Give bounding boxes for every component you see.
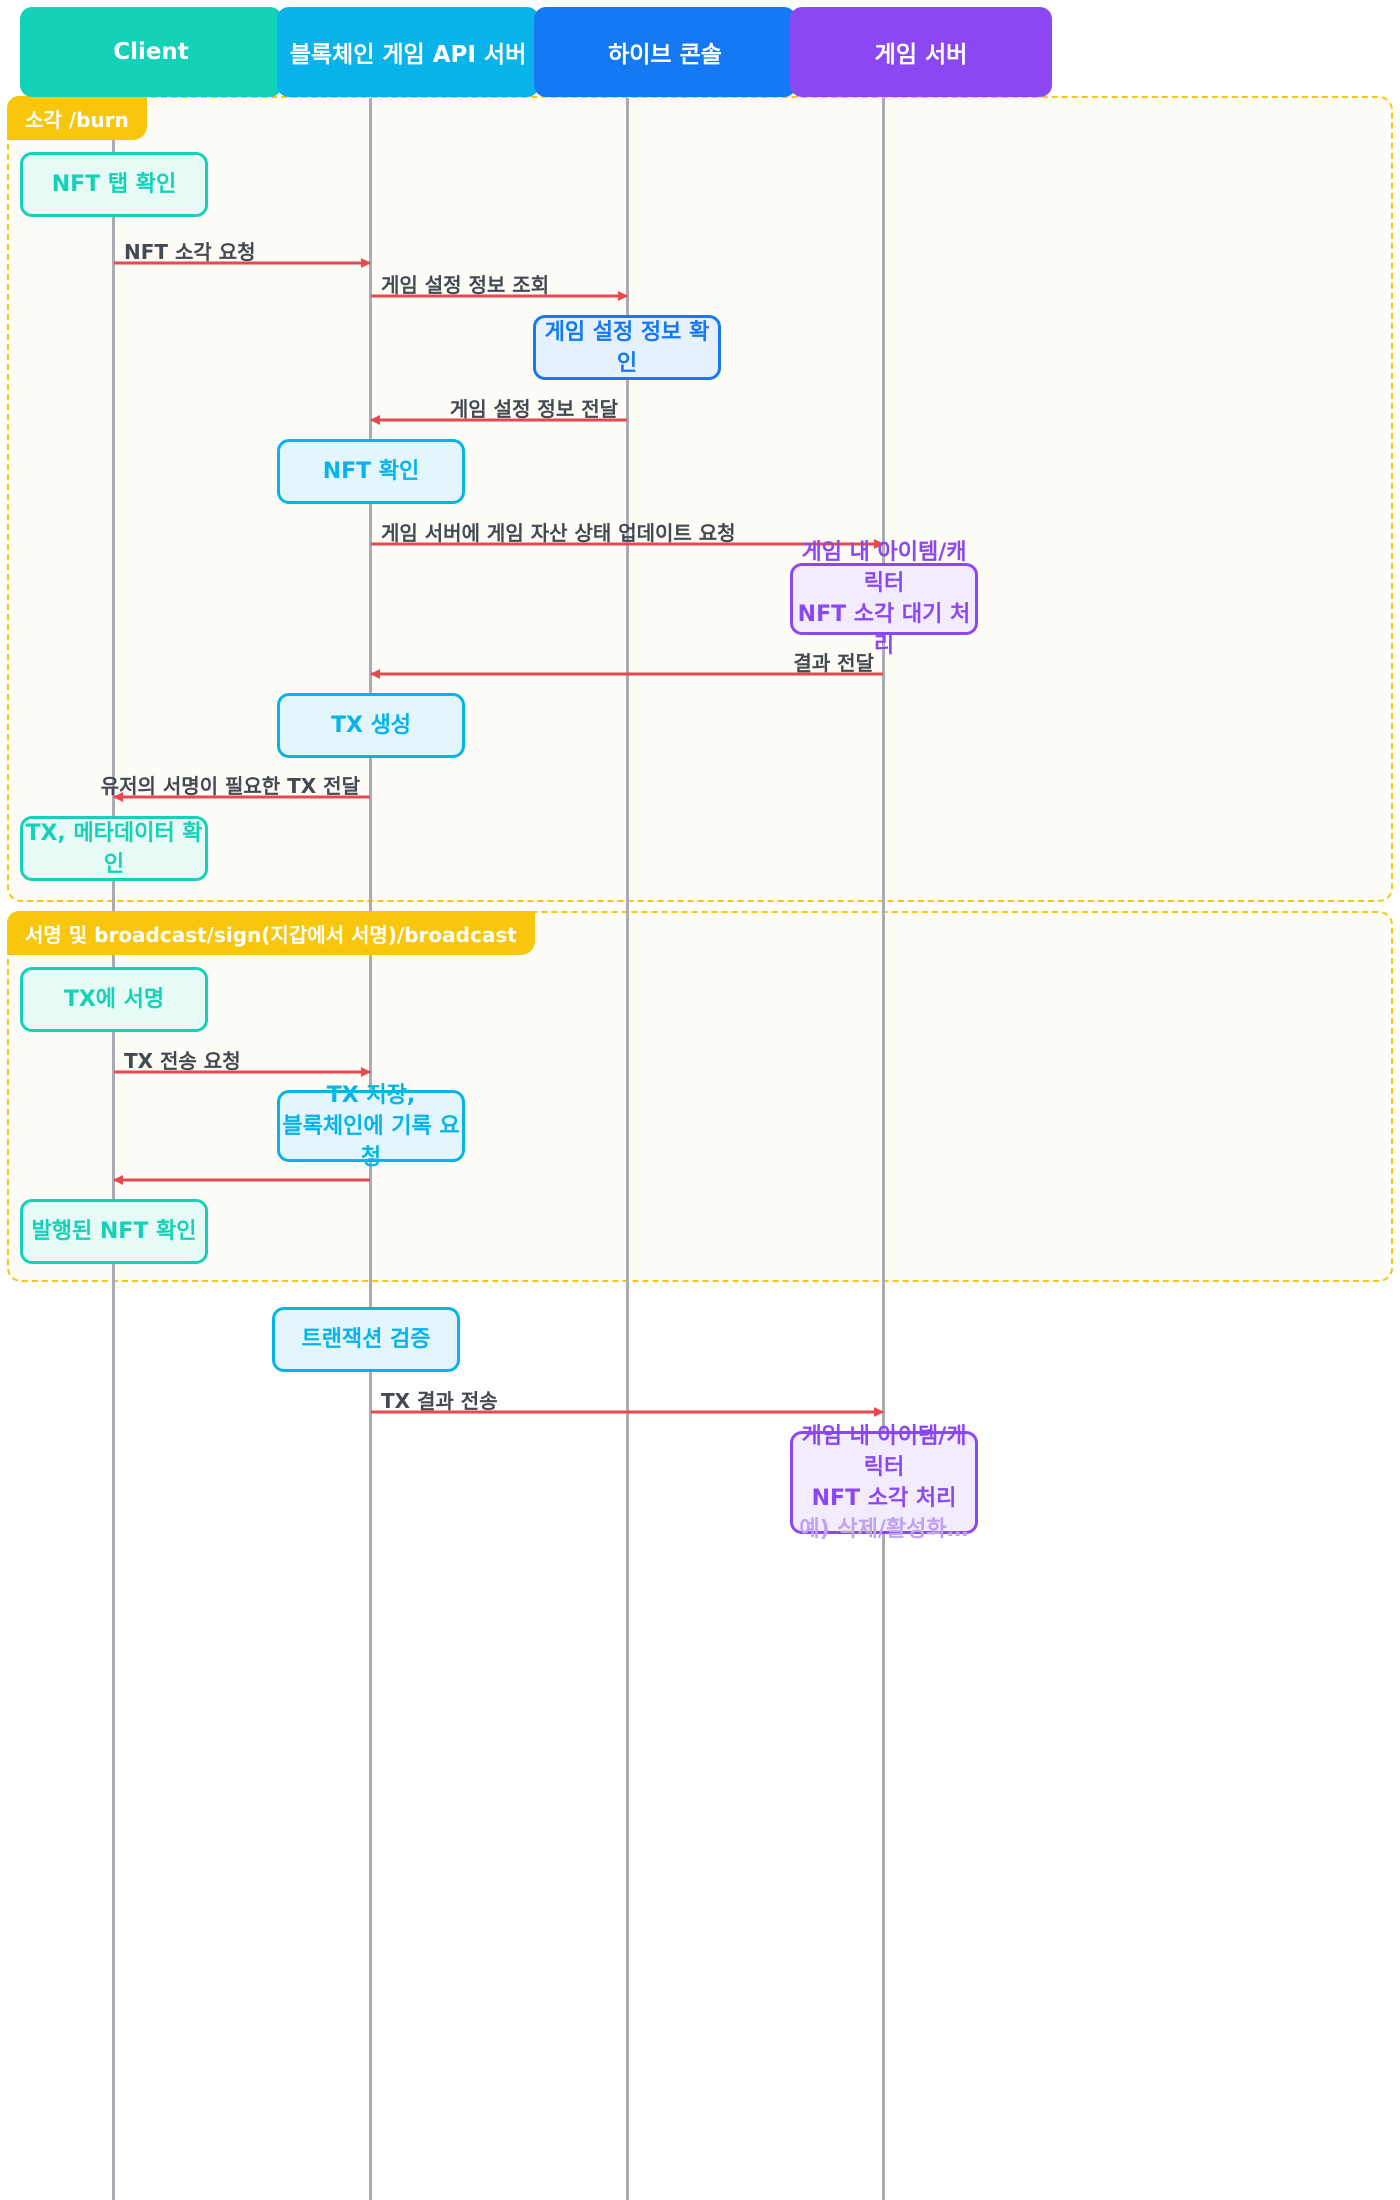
- message-asset-update-request: 게임 서버에 게임 자산 상태 업데이트 요청: [381, 521, 736, 545]
- box-tx-sign-text: TX에 서명: [63, 987, 165, 1012]
- message-settings-query: 게임 설정 정보 조회: [381, 273, 550, 297]
- box-nft-tab-check: NFT 탭 확인: [20, 152, 208, 217]
- box-burn-pending: 게임 내 아이템/캐릭터 NFT 소각 대기 처리: [790, 540, 978, 658]
- box-game-settings-check: 게임 설정 정보 확인: [533, 315, 721, 380]
- box-burn-pending-line2: NFT 소각 대기 처리: [797, 602, 971, 658]
- lifeline-game: [882, 98, 885, 2200]
- box-tx-create: TX 생성: [277, 693, 465, 758]
- box-issued-nft-check-text: 발행된 NFT 확인: [31, 1219, 197, 1244]
- lifeline-client: [112, 98, 115, 2200]
- box-nft-tab-check-text: NFT 탭 확인: [51, 172, 177, 197]
- box-tx-store-line1: TX 저장,: [326, 1082, 416, 1108]
- message-settings-deliver: 게임 설정 정보 전달: [449, 397, 618, 421]
- box-burn-pending-line1: 게임 내 아이템/캐릭터: [801, 540, 967, 596]
- box-tx-metadata-check: TX, 메타데이터 확인: [20, 816, 208, 881]
- box-issued-nft-check: 발행된 NFT 확인: [20, 1199, 208, 1264]
- actor-hive-console: 하이브 콘솔: [534, 7, 796, 97]
- box-nft-check-text: NFT 확인: [322, 459, 420, 484]
- lifeline-hive: [626, 98, 629, 2200]
- box-game-settings-check-text: 게임 설정 정보 확인: [544, 319, 710, 376]
- message-burn-request: NFT 소각 요청: [124, 240, 256, 264]
- box-transaction-verify: 트랜잭션 검증: [272, 1307, 460, 1372]
- box-burn-done-line2: NFT 소각 처리: [811, 1485, 957, 1511]
- box-burn-done-example: 예) 삭제/활성화…: [799, 1516, 969, 1542]
- group-burn-label: 소각 /burn: [7, 96, 147, 140]
- box-transaction-verify-text: 트랜잭션 검증: [301, 1327, 431, 1352]
- message-tx-for-signature: 유저의 서명이 필요한 TX 전달: [100, 774, 360, 798]
- box-burn-done: 게임 내 아이템/캐릭터 NFT 소각 처리 예) 삭제/활성화…: [790, 1424, 978, 1542]
- message-result-deliver: 결과 전달: [793, 651, 874, 675]
- actor-client: Client: [20, 7, 282, 97]
- box-tx-create-text: TX 생성: [330, 713, 412, 738]
- box-tx-store-record: TX 저장, 블록체인에 기록 요청: [277, 1083, 465, 1170]
- box-tx-sign: TX에 서명: [20, 967, 208, 1032]
- box-tx-metadata-check-text: TX, 메타데이터 확인: [25, 820, 203, 877]
- box-burn-done-line1: 게임 내 아이템/캐릭터: [801, 1423, 967, 1480]
- group-burn: [7, 96, 1393, 902]
- box-nft-check: NFT 확인: [277, 439, 465, 504]
- group-sign-broadcast: [7, 911, 1393, 1282]
- group-sign-broadcast-label: 서명 및 broadcast/sign(지갑에서 서명)/broadcast: [7, 911, 535, 955]
- box-tx-store-line2: 블록체인에 기록 요청: [282, 1113, 460, 1170]
- actor-blockchain-game-api-server: 블록체인 게임 API 서버: [277, 7, 539, 97]
- actor-game-server: 게임 서버: [790, 7, 1052, 97]
- message-tx-send-request: TX 전송 요청: [124, 1049, 241, 1073]
- message-tx-result-send: TX 결과 전송: [381, 1389, 498, 1413]
